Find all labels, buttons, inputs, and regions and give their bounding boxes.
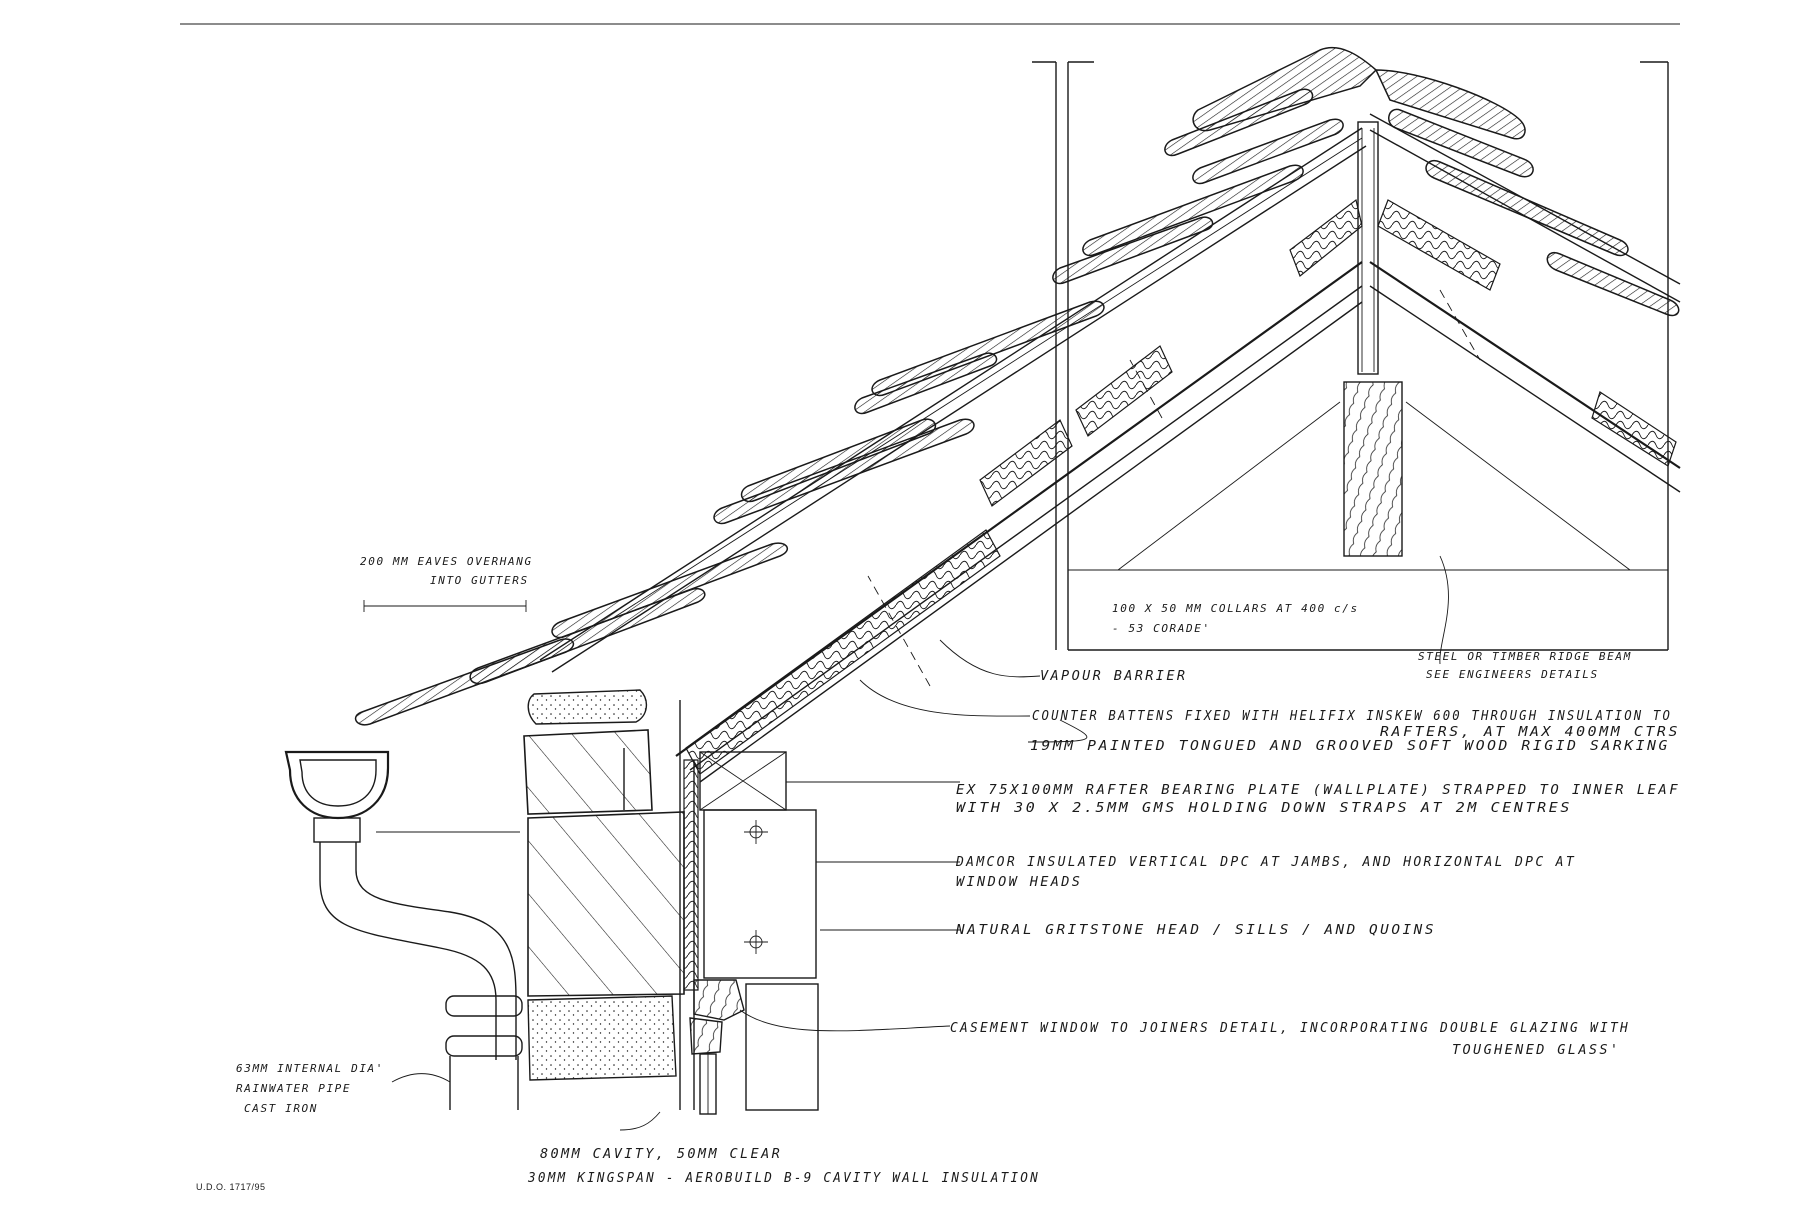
label-gritstone: NATURAL GRITSTONE HEAD / SILLS / AND QUO… [955, 922, 1436, 938]
label-pipe-2: RAINWATER PIPE [236, 1082, 351, 1095]
annotation-ridge: STEEL OR TIMBER RIDGE BEAM SEE ENGINEERS… [1418, 650, 1632, 681]
label-pipe-3: CAST IRON [244, 1102, 318, 1115]
rainwater-goods [284, 750, 523, 1110]
label-eaves-2: INTO GUTTERS [430, 574, 529, 587]
external-wall [523, 689, 817, 1110]
gritstone-head [703, 809, 817, 979]
detail-frame [1032, 61, 1669, 651]
tile [1374, 69, 1526, 140]
annotation-collars: 100 X 50 MM COLLARS AT 400 c/s - 53 CORA… [1112, 602, 1359, 635]
tile [1388, 108, 1534, 178]
label-ridge-2: SEE ENGINEERS DETAILS [1426, 668, 1599, 681]
tile [1192, 46, 1378, 132]
label-wallplate-1: EX 75X100MM RAFTER BEARING PLATE (WALLPL… [956, 782, 1680, 798]
label-collars-2: - 53 CORADE' [1112, 622, 1211, 635]
drawing-reference: U.D.O. 1717/95 [196, 1182, 266, 1192]
label-wallplate-2: WITH 30 X 2.5MM GMS HOLDING DOWN STRAPS … [956, 800, 1572, 816]
label-collars-1: 100 X 50 MM COLLARS AT 400 c/s [1112, 602, 1359, 615]
label-vapour-barrier: VAPOUR BARRIER [1040, 668, 1187, 684]
outer-leaf-upper [523, 729, 653, 815]
stone-coping [527, 689, 647, 725]
roof-tiles [354, 46, 1378, 726]
leader-lines [363, 555, 1449, 1131]
tile [469, 588, 706, 685]
rafter-insulation [685, 198, 1363, 775]
roof-buildup [539, 127, 1367, 783]
annotation-dpc: DAMCOR INSULATED VERTICAL DPC AT JAMBS, … [955, 854, 1576, 890]
label-battens-2: RAFTERS, AT MAX 400MM CTRS [1380, 724, 1680, 740]
label-pipe-1: 63MM INTERNAL DIA' [236, 1062, 384, 1075]
label-sarking: 19MM PAINTED TONGUED AND GROOVED SOFT WO… [1030, 738, 1670, 754]
tile [871, 300, 1105, 397]
king-post [1343, 381, 1403, 557]
label-dpc-2: WINDOW HEADS [956, 874, 1082, 890]
tile [713, 418, 975, 525]
roof-buildup-right [1369, 113, 1681, 493]
outer-leaf-lower [527, 811, 685, 997]
annotation-rainwater-pipe: 63MM INTERNAL DIA' RAINWATER PIPE CAST I… [236, 1062, 384, 1115]
label-casement-1: CASEMENT WINDOW TO JOINERS DETAIL, INCOR… [950, 1020, 1630, 1036]
downpipe [319, 842, 517, 1060]
gutter [284, 750, 390, 820]
annotation-cavity: 80MM CAVITY, 50MM CLEAR 30MM KINGSPAN - … [527, 1146, 1040, 1186]
tile [1546, 251, 1680, 317]
ridge-beam [1357, 121, 1379, 375]
casement-window [689, 979, 819, 1115]
annotation-eaves: 200 MM EAVES OVERHANG INTO GUTTERS [360, 555, 533, 587]
label-casement-2: TOUGHENED GLASS' [1452, 1042, 1620, 1058]
tile [551, 542, 789, 639]
label-cavity-1: 80MM CAVITY, 50MM CLEAR [540, 1146, 782, 1162]
label-cavity-2: 30MM KINGSPAN - AEROBUILD B-9 CAVITY WAL… [527, 1170, 1040, 1186]
annotation-wall-plate: EX 75X100MM RAFTER BEARING PLATE (WALLPL… [956, 782, 1680, 816]
tile [1164, 88, 1314, 157]
label-eaves-1: 200 MM EAVES OVERHANG [360, 555, 533, 568]
annotation-casement: CASEMENT WINDOW TO JOINERS DETAIL, INCOR… [950, 1020, 1630, 1058]
label-ridge-1: STEEL OR TIMBER RIDGE BEAM [1418, 650, 1632, 663]
tile [740, 418, 937, 503]
label-dpc-1: DAMCOR INSULATED VERTICAL DPC AT JAMBS, … [955, 854, 1576, 870]
annotation-counter-battens: COUNTER BATTENS FIXED WITH HELIFIX INSKE… [1032, 708, 1680, 740]
tile [1192, 118, 1344, 185]
roof-tiles-right [1374, 69, 1680, 317]
stone-sill [527, 995, 677, 1081]
tile [1052, 216, 1214, 285]
label-battens-1: COUNTER BATTENS FIXED WITH HELIFIX INSKE… [1032, 708, 1672, 724]
